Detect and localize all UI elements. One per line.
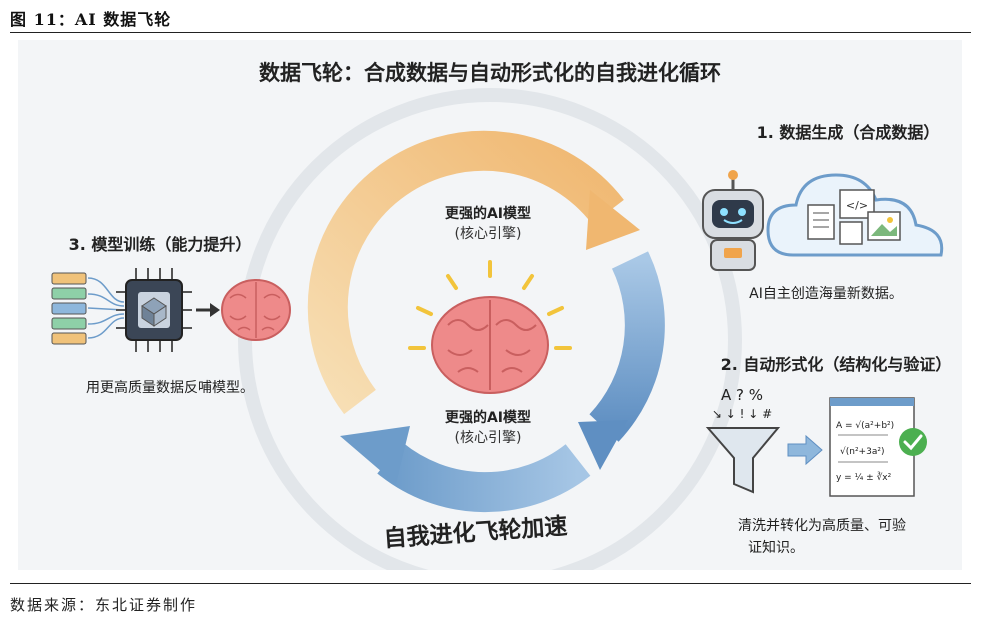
step2-desc-line2: 证知识。: [748, 539, 804, 556]
funnel-symbols-2: ↘ ↓ ! ↓ #: [712, 407, 772, 421]
formula-1: A = √(a²+b²): [836, 420, 894, 431]
bottom-rule: [10, 583, 971, 584]
formula-2: √(n²+3a²): [840, 446, 884, 457]
check-icon: [899, 428, 927, 456]
funnel-symbols: A ? %: [721, 386, 763, 404]
top-rule: [10, 32, 971, 33]
data-stack-icon: [51, 272, 125, 345]
blue-cycle-arrow-right: [578, 251, 665, 470]
figure-title: 图 11：AI 数据飞轮: [10, 10, 172, 29]
orange-cycle-arrow: [307, 130, 640, 415]
arrow-to-brain-icon: [196, 303, 220, 317]
cycle-label: 自我进化飞轮加速: [383, 513, 568, 553]
step3-desc: 用更高质量数据反哺模型。: [86, 379, 254, 396]
arrow-right-icon: [787, 434, 823, 466]
chip-icon: [116, 268, 192, 352]
center-sub-top: (核心引擎): [455, 226, 522, 242]
step1-title: 1. 数据生成（合成数据）: [757, 123, 940, 142]
formula-3: y = ¼ ± ∛x²: [836, 471, 892, 483]
small-brain-icon: [221, 279, 291, 341]
center-label-top: 更强的AI模型: [445, 205, 531, 222]
step2-desc-line1: 清洗并转化为高质量、可验: [738, 517, 906, 534]
blue-cycle-arrow-bottom: [340, 426, 591, 513]
step2-title: 2. 自动形式化（结构化与验证）: [721, 355, 952, 374]
source-note: 数据来源：东北证券制作: [10, 596, 198, 614]
svg-text:</>: </>: [846, 199, 868, 212]
center-sub-bottom: (核心引擎): [455, 430, 522, 446]
funnel-icon: [705, 427, 781, 494]
background-ring: [238, 88, 742, 570]
robot-icon: [702, 170, 764, 271]
diagram-title: 数据飞轮：合成数据与自动形式化的自我进化循环: [259, 61, 721, 85]
diagram-panel: 数据飞轮：合成数据与自动形式化的自我进化循环 更强的AI模型 (核心引擎) 更强…: [18, 40, 962, 570]
center-brain-icon: [408, 260, 572, 394]
step3-title: 3. 模型训练（能力提升）: [69, 235, 252, 254]
center-label-bottom: 更强的AI模型: [445, 409, 531, 426]
step1-desc: AI自主创造海量新数据。: [749, 286, 903, 302]
cloud-data-icon: </>: [766, 173, 944, 257]
flywheel-diagram: 数据飞轮：合成数据与自动形式化的自我进化循环 更强的AI模型 (核心引擎) 更强…: [51, 61, 952, 570]
